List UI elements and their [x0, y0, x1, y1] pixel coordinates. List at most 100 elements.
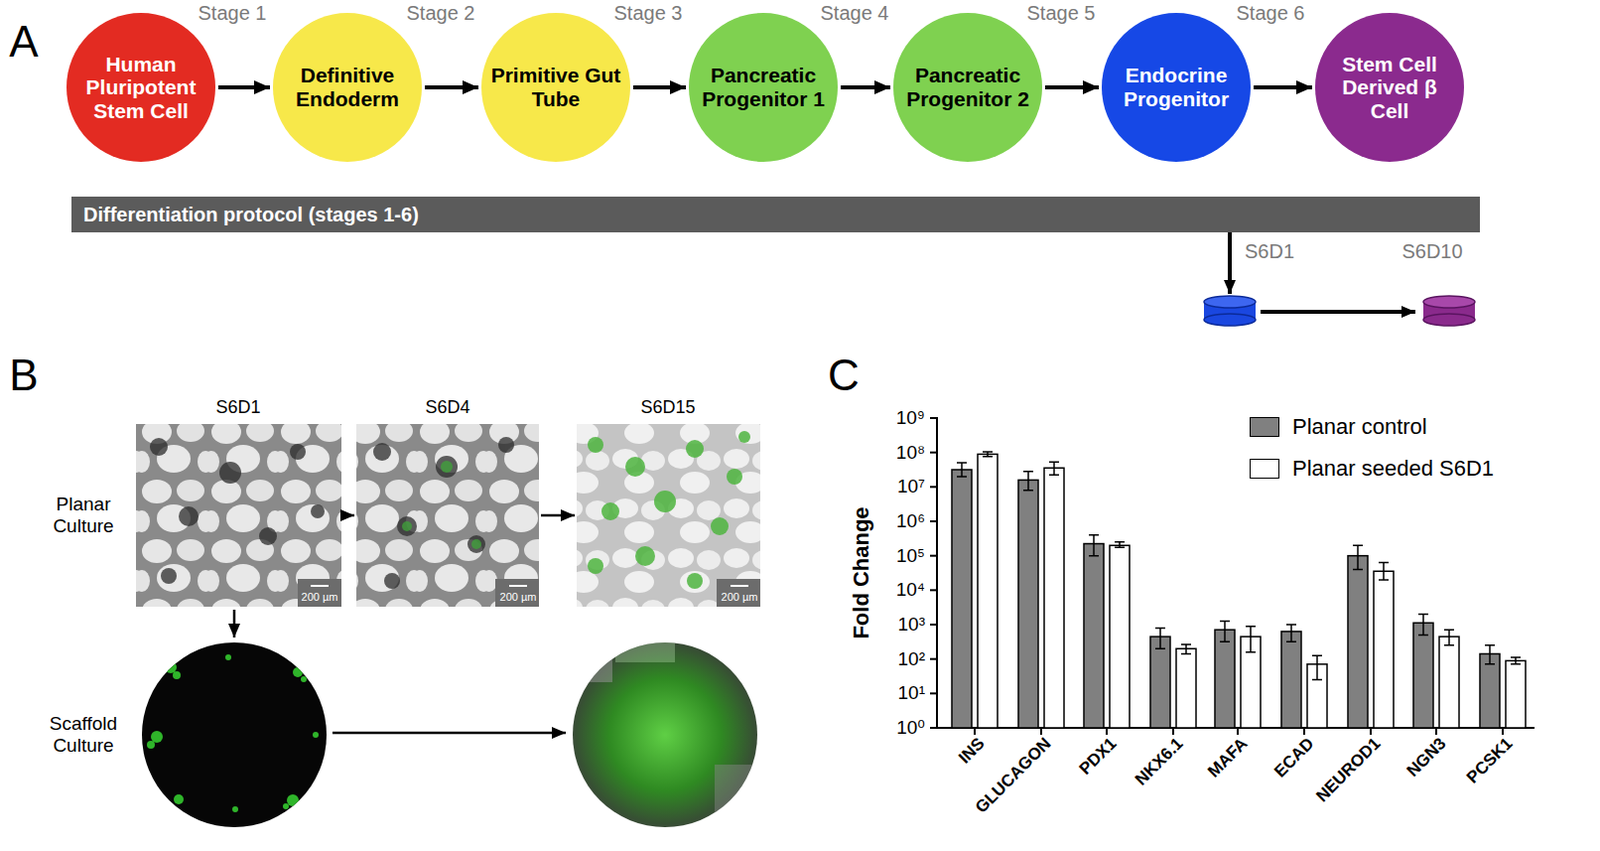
arrow-connector	[424, 85, 479, 90]
arrow-connector	[1253, 85, 1313, 90]
error-bar	[956, 462, 967, 477]
category-label: NEUROD1	[1312, 733, 1385, 806]
bar	[1413, 622, 1434, 728]
error-bar	[1219, 621, 1230, 643]
stage-name: Pancreatic Progenitor 1	[694, 63, 832, 111]
axis-tick-label: 10³	[898, 613, 926, 636]
stage-name: Human Pluripotent Stem Cell	[72, 52, 210, 124]
axis-tick-label: 10⁶	[896, 510, 926, 533]
stage-name: Stem Cell Derived β Cell	[1321, 52, 1459, 124]
stage-circle: Endocrine Progenitor	[1101, 12, 1251, 162]
error-bar	[1484, 645, 1495, 665]
error-bar	[1418, 614, 1429, 636]
bar	[1347, 555, 1368, 728]
stage-circle: Definitive Endoderm	[272, 12, 422, 162]
error-bar	[1155, 627, 1166, 649]
error-bar	[1023, 471, 1034, 491]
legend-text: Planar control	[1292, 413, 1428, 439]
axis-tick-label: 10⁹	[896, 406, 926, 429]
axis-tick-label: 10⁴	[896, 578, 926, 601]
category-label: PCSK1	[1463, 733, 1517, 788]
panel-letter: C	[827, 350, 860, 401]
panel-letter: A	[8, 16, 38, 68]
protocol-band: Differentiation protocol (stages 1-6)	[71, 196, 1480, 233]
bar	[1018, 479, 1039, 728]
error-bar	[1114, 541, 1125, 548]
bar	[1150, 636, 1171, 728]
row-label: Planar Culture	[39, 493, 128, 537]
category-label: NGN3	[1403, 733, 1451, 781]
stage-circle: Stem Cell Derived β Cell	[1315, 12, 1465, 162]
error-bar	[1286, 624, 1297, 642]
axis-tick-label: 10²	[898, 648, 926, 670]
error-bar	[1245, 626, 1256, 653]
error-bar	[1088, 534, 1099, 556]
stage-number: Stage 4	[820, 1, 890, 25]
bar	[1109, 544, 1130, 728]
axis-tick	[1369, 727, 1372, 735]
stage-number: Stage 6	[1236, 1, 1306, 25]
error-bar	[1444, 629, 1455, 646]
category-label: NKX6.1	[1131, 733, 1188, 790]
bar	[1176, 648, 1197, 728]
timepoint-label: S6D15	[640, 397, 695, 418]
error-bar	[1378, 562, 1389, 580]
timepoint-label: S6D4	[424, 397, 470, 418]
timepoint-label: S6D10	[1401, 240, 1463, 264]
bar	[951, 469, 972, 728]
axis-tick	[1236, 727, 1239, 735]
stage-number: Stage 1	[198, 1, 267, 25]
arrow-connector	[1045, 85, 1099, 90]
stage-name: Pancreatic Progenitor 2	[899, 63, 1037, 111]
bar	[1479, 653, 1500, 728]
row-label: Scaffold Culture	[39, 712, 128, 757]
category-label: ECAD	[1270, 733, 1319, 782]
axis-tick	[1040, 727, 1043, 735]
axis-tick	[1172, 727, 1175, 735]
panel-letter: B	[8, 350, 38, 401]
scale-bar-label: 200 µm	[301, 590, 339, 604]
error-bar	[982, 451, 993, 457]
error-bar	[1510, 657, 1521, 665]
legend-text: Planar seeded S6D1	[1292, 455, 1494, 481]
axis-tick	[1303, 727, 1306, 735]
stage-circle: Pancreatic Progenitor 1	[688, 12, 838, 162]
bar	[1281, 631, 1302, 728]
scale-bar-label: 200 µm	[500, 590, 537, 604]
stage-name: Endocrine Progenitor	[1107, 63, 1245, 111]
timepoint-label: S6D1	[215, 397, 261, 418]
bar	[1044, 467, 1065, 728]
axis-tick	[1501, 727, 1504, 735]
error-bar	[1352, 544, 1363, 569]
bar	[1083, 543, 1104, 728]
stage-number: Stage 5	[1027, 1, 1096, 25]
axis-title: Fold Change	[848, 506, 874, 639]
stage-name: Primitive Gut Tube	[487, 63, 625, 111]
scale-bar-label: 200 µm	[721, 590, 759, 604]
error-bar	[1312, 655, 1323, 679]
axis-tick	[1105, 727, 1108, 735]
legend-swatch	[1249, 416, 1280, 437]
band-label: Differentiation protocol (stages 1-6)	[83, 203, 419, 226]
stage-number: Stage 2	[406, 1, 476, 25]
error-bar	[1181, 644, 1192, 654]
axis-tick	[973, 727, 976, 735]
stage-circle: Primitive Gut Tube	[481, 12, 631, 162]
timepoint-label: S6D1	[1244, 240, 1295, 264]
category-label: MAFA	[1203, 733, 1252, 782]
arrow-connector	[840, 85, 891, 90]
axis-tick-label: 10⁵	[896, 544, 926, 567]
error-bar	[1049, 461, 1060, 475]
stage-number: Stage 3	[614, 1, 683, 25]
legend-swatch	[1249, 458, 1280, 479]
stage-circle: Pancreatic Progenitor 2	[893, 12, 1043, 162]
bar	[1505, 660, 1526, 728]
bar	[977, 453, 998, 728]
bar	[1439, 636, 1460, 728]
arrow-connector	[218, 85, 270, 90]
axis-tick	[1435, 727, 1438, 735]
bar	[1373, 570, 1394, 728]
category-label: PDX1	[1075, 733, 1121, 779]
axis-tick-label: 10⁸	[896, 441, 926, 464]
